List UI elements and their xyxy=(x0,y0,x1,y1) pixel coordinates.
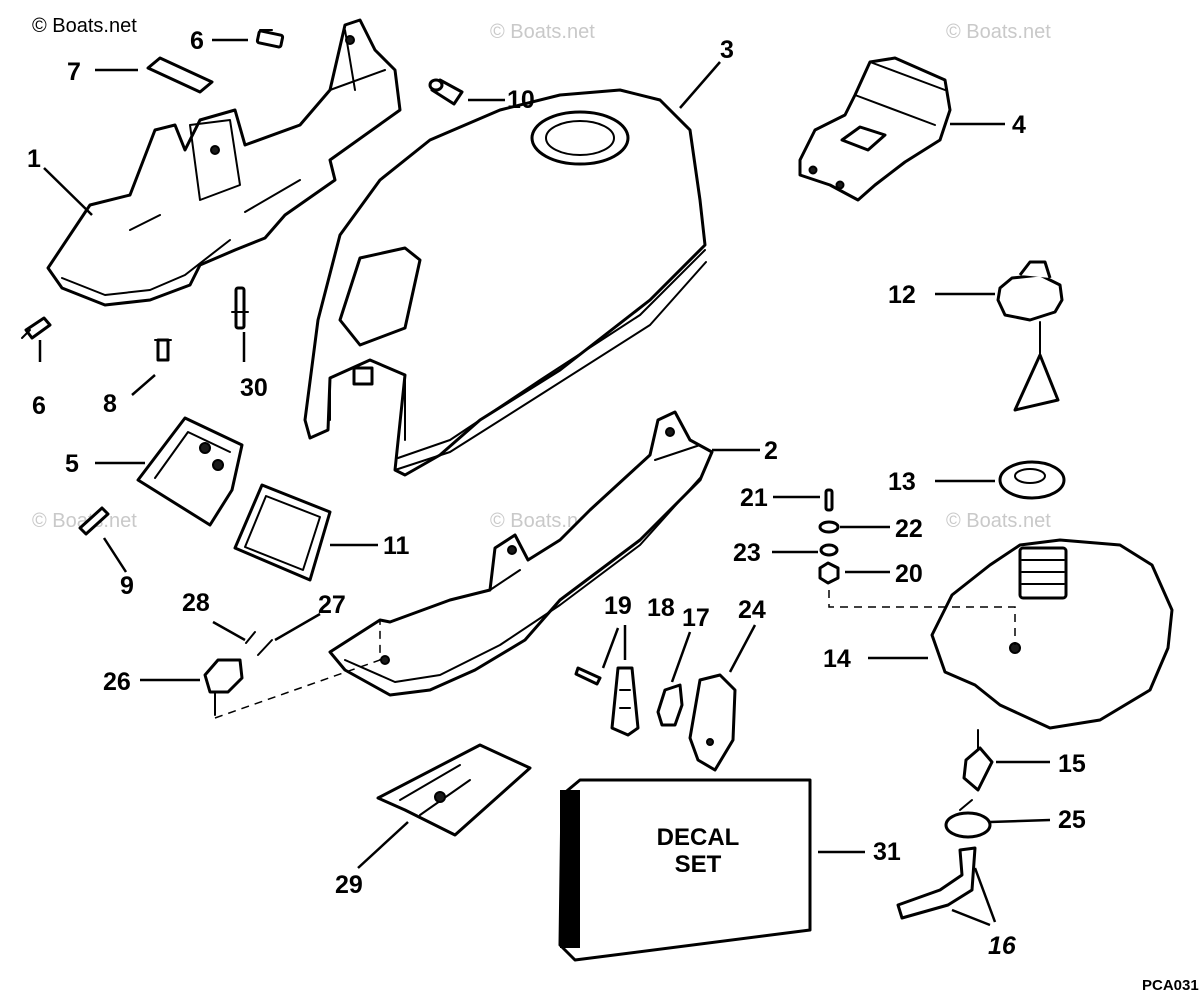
part-screw-9 xyxy=(78,506,110,536)
part-screw-21 xyxy=(824,488,834,512)
callout-17: 17 xyxy=(682,604,710,632)
part-lockwasher-23 xyxy=(819,543,839,557)
part-lower-cover-right xyxy=(328,410,714,697)
part-bushing xyxy=(428,78,464,106)
callout-15: 15 xyxy=(1058,750,1086,778)
callout-22: 22 xyxy=(895,515,923,543)
watermark-mid-right: © Boats.net xyxy=(946,510,1051,532)
part-washer-22 xyxy=(818,520,840,534)
callout-10: 10 xyxy=(507,86,535,114)
callout-24: 24 xyxy=(738,596,766,624)
part-latch xyxy=(610,666,640,737)
part-pad xyxy=(376,743,532,837)
part-cap-gasket xyxy=(998,460,1066,500)
callout-30: 30 xyxy=(240,374,268,402)
part-intake-shroud xyxy=(136,416,244,527)
decal-label-line2: SET xyxy=(675,851,722,878)
part-nut-20 xyxy=(818,561,840,585)
callout-3: 3 xyxy=(720,36,734,64)
part-bolt-30 xyxy=(231,286,249,330)
part-gasket xyxy=(233,483,332,582)
callout-23: 23 xyxy=(733,539,761,567)
watermark-top-center: © Boats.net xyxy=(490,21,595,43)
callout-31: 31 xyxy=(873,838,901,866)
callout-labels: 1 2 3 4 5 6 6 7 8 9 10 11 12 13 14 15 16… xyxy=(27,27,1086,960)
part-plate xyxy=(146,56,214,94)
figure-code: PCA031 xyxy=(1142,977,1199,994)
callout-2: 2 xyxy=(764,437,778,465)
part-fuel-tank xyxy=(930,538,1174,730)
part-knob xyxy=(203,658,244,716)
callout-26: 26 xyxy=(103,668,131,696)
callout-9: 9 xyxy=(120,572,134,600)
part-fuel-cap xyxy=(996,260,1064,412)
part-decal-set: DECAL SET xyxy=(558,778,812,962)
part-clip xyxy=(656,683,684,727)
callout-11: 11 xyxy=(383,532,410,560)
part-hood-bracket xyxy=(798,56,952,202)
part-lower-cover-left xyxy=(46,18,402,307)
part-handle-cover xyxy=(688,673,737,772)
callout-5: 5 xyxy=(65,450,79,478)
callout-7: 7 xyxy=(67,58,81,86)
watermark-top-right: © Boats.net xyxy=(946,21,1051,43)
callout-16: 16 xyxy=(988,932,1017,960)
watermark-top-left: © Boats.net xyxy=(32,15,137,37)
callout-19: 19 xyxy=(604,592,632,620)
callout-8: 8 xyxy=(103,390,117,418)
callout-20: 20 xyxy=(895,560,923,588)
callout-6-top: 6 xyxy=(190,27,204,55)
watermark-mid-left: © Boats.net xyxy=(32,510,137,532)
part-fuel-hose xyxy=(896,846,977,920)
callout-18: 18 xyxy=(647,594,675,622)
callout-25: 25 xyxy=(1058,806,1086,834)
part-pin-28 xyxy=(245,631,256,644)
callout-6-left: 6 xyxy=(32,392,46,420)
part-screw-19 xyxy=(574,666,602,686)
part-hose-clamp xyxy=(944,799,992,839)
decal-label-line1: DECAL xyxy=(657,824,740,851)
part-screw-top xyxy=(255,29,285,49)
part-fuel-valve xyxy=(962,729,994,792)
dash-line-knob xyxy=(214,620,381,719)
part-engine-hood xyxy=(303,88,707,477)
callout-28: 28 xyxy=(182,589,210,617)
callout-13: 13 xyxy=(888,468,916,496)
part-screw-8 xyxy=(154,338,172,362)
part-screw-left xyxy=(21,316,52,340)
watermark-mid-center: © Boats.net xyxy=(490,510,595,532)
callout-27: 27 xyxy=(318,591,346,619)
callout-21: 21 xyxy=(740,484,768,512)
callout-12: 12 xyxy=(888,281,916,309)
callout-14: 14 xyxy=(823,645,851,673)
part-pin-27 xyxy=(257,639,273,656)
callout-29: 29 xyxy=(335,871,363,899)
callout-1: 1 xyxy=(27,145,41,173)
callout-4: 4 xyxy=(1012,111,1026,139)
leader-lines xyxy=(38,38,1051,927)
